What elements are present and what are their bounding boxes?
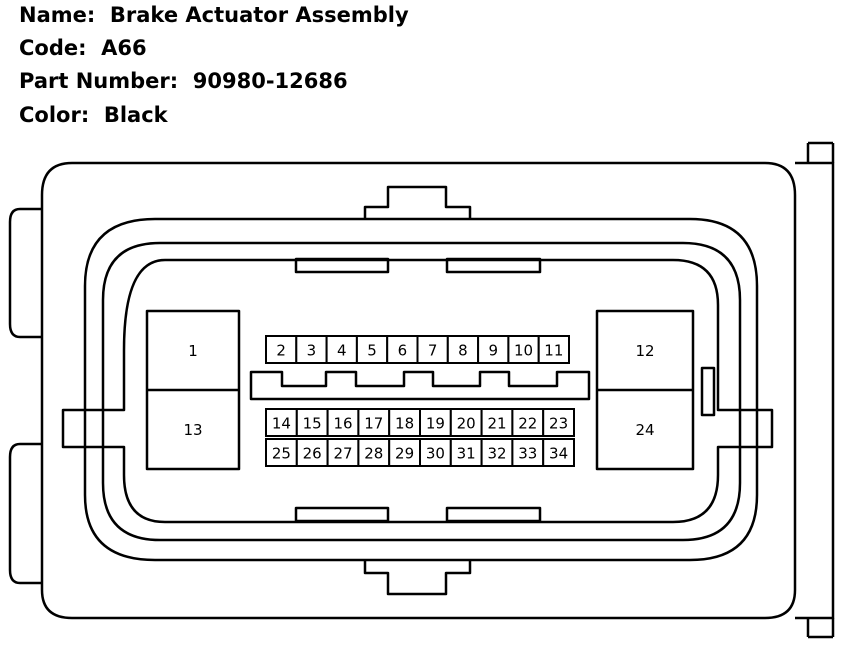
pin-label-8: 8 xyxy=(458,342,468,360)
pin-label-26: 26 xyxy=(303,445,322,463)
code-line: Code: A66 xyxy=(19,36,147,60)
pin-label-15: 15 xyxy=(303,415,322,433)
inner-cavity xyxy=(61,258,774,524)
pin-label-30: 30 xyxy=(426,445,445,463)
pin-cell-3 xyxy=(295,335,328,364)
pin-cell-14 xyxy=(265,408,298,437)
pin-cell-32 xyxy=(480,438,514,467)
pin-cell-11 xyxy=(537,335,571,364)
pin-label-32: 32 xyxy=(487,445,506,463)
pin-label-6: 6 xyxy=(398,342,408,360)
top-key-tab xyxy=(363,185,472,220)
pin-cell-30 xyxy=(419,438,452,467)
bottom-slot-right xyxy=(445,506,542,523)
seal-ring-middle xyxy=(101,241,742,542)
pin-label-19: 19 xyxy=(426,415,445,433)
pin-label-34: 34 xyxy=(549,445,568,463)
pin-label-31: 31 xyxy=(457,445,476,463)
bottom-key-tab xyxy=(363,560,472,596)
left-latch-upper xyxy=(8,207,42,339)
left-latch-lower xyxy=(8,442,42,585)
right-latch-nub xyxy=(700,366,716,417)
pin-label-9: 9 xyxy=(488,342,498,360)
pin-label-33: 33 xyxy=(518,445,537,463)
pin-label-21: 21 xyxy=(487,415,506,433)
bottom-slot-left xyxy=(294,506,390,523)
pin-label-29: 29 xyxy=(395,445,414,463)
pin-label-18: 18 xyxy=(395,415,414,433)
pin-label-25: 25 xyxy=(272,445,291,463)
pin-cell-34 xyxy=(542,438,576,467)
pin-24-label: 24 xyxy=(635,421,654,439)
pin-cell-8 xyxy=(446,335,480,364)
pin-label-4: 4 xyxy=(337,342,347,360)
pin-label-22: 22 xyxy=(518,415,537,433)
pin-label-16: 16 xyxy=(333,415,352,433)
right-flange xyxy=(795,161,835,620)
pin-1-label: 1 xyxy=(188,342,198,360)
top-slot-right xyxy=(445,257,542,274)
pin-label-14: 14 xyxy=(272,415,291,433)
pin-cell-28 xyxy=(357,438,391,467)
pin-cell-23 xyxy=(542,408,576,437)
pin-cell-25 xyxy=(265,438,298,467)
pin-label-10: 10 xyxy=(514,342,533,360)
pin-12-label: 12 xyxy=(635,342,654,360)
part-number-line: Part Number: 90980-12686 xyxy=(19,69,348,93)
seal-ring-outer xyxy=(83,217,759,562)
pin-cell-16 xyxy=(326,408,360,437)
pin-cell-7 xyxy=(416,335,449,364)
pin-label-17: 17 xyxy=(364,415,383,433)
color-line: Color: Black xyxy=(19,103,168,127)
pin-label-27: 27 xyxy=(333,445,352,463)
pin-cell-21 xyxy=(480,408,514,437)
pin-cell-29 xyxy=(388,438,422,467)
row-divider xyxy=(249,370,591,401)
name-line: Name: Brake Actuator Assembly xyxy=(19,3,409,27)
pin-13-label: 13 xyxy=(183,421,202,439)
pin-label-3: 3 xyxy=(307,342,317,360)
pin-label-20: 20 xyxy=(457,415,476,433)
pin-cell-31 xyxy=(449,438,483,467)
pin-label-5: 5 xyxy=(367,342,377,360)
pin-label-28: 28 xyxy=(364,445,383,463)
pin-label-2: 2 xyxy=(276,342,286,360)
pin-label-11: 11 xyxy=(544,342,563,360)
pin-cell-10 xyxy=(507,335,540,364)
pin-cell-20 xyxy=(449,408,483,437)
top-slot-left xyxy=(294,257,390,274)
housing-outline xyxy=(40,161,797,620)
pin-label-23: 23 xyxy=(549,415,568,433)
pin-label-7: 7 xyxy=(428,342,438,360)
